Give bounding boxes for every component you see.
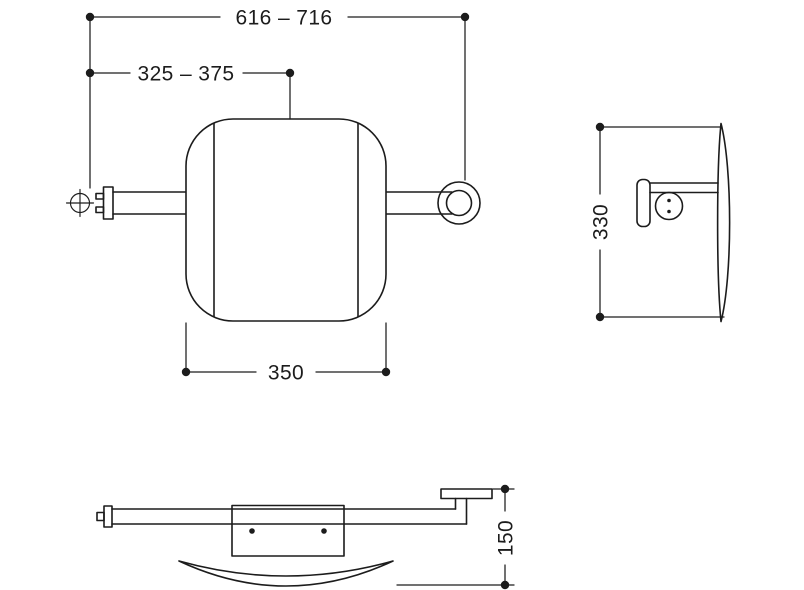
side-knob-screw-bottom <box>667 209 671 214</box>
dim-depth-label: 150 <box>495 520 518 556</box>
dim-endpoint <box>595 122 605 132</box>
dim-endpoint <box>85 68 95 78</box>
dim-overall-width-label: 616 – 716 <box>235 7 332 30</box>
plan-mounting-plate <box>231 504 345 557</box>
dim-depth: 150 <box>396 484 518 590</box>
dim-endpoint <box>595 312 605 322</box>
plan-pad-profile <box>178 560 394 587</box>
wall-flange-outer <box>437 181 481 225</box>
dim-endpoint <box>181 367 191 377</box>
plan-screw-right <box>321 528 327 534</box>
dim-endpoint <box>381 367 391 377</box>
dim-endpoint <box>460 12 470 22</box>
dim-endpoint <box>285 68 295 78</box>
side-pivot-knob <box>654 191 684 221</box>
plan-rail <box>111 497 468 525</box>
wall-anchor <box>95 186 114 220</box>
dim-endpoint <box>85 12 95 22</box>
side-wall-plate <box>636 178 651 228</box>
plan-end-cap <box>103 505 113 528</box>
dim-endpoint <box>500 484 510 494</box>
pad-outline <box>185 118 387 322</box>
plan-screw-left <box>249 528 255 534</box>
dim-pad-height: 330 <box>590 122 725 322</box>
anchor-plate <box>102 186 114 220</box>
dim-pad-height-label: 330 <box>590 204 613 240</box>
front-view <box>65 118 481 322</box>
dim-pad-width: 350 <box>181 322 391 385</box>
dim-endpoint <box>500 580 510 590</box>
dim-pad-width-label: 350 <box>268 362 304 385</box>
anchor-pin-bottom <box>95 206 105 214</box>
backrest-pad <box>185 118 387 322</box>
side-view <box>636 122 731 323</box>
fixing-point-icon <box>65 188 95 218</box>
wall-flange-inner <box>445 189 473 217</box>
plan-view <box>96 488 493 587</box>
plan-end-pin <box>96 511 105 522</box>
dim-wall-to-pad-center: 325 – 375 <box>85 63 295 120</box>
dim-overall-width: 616 – 716 <box>85 7 470 189</box>
plan-wall-flange <box>440 488 493 500</box>
anchor-pin-top <box>95 192 105 200</box>
wall-flange <box>437 181 481 225</box>
side-knob-screw-top <box>667 198 671 203</box>
pad-side-profile <box>716 122 731 323</box>
dim-wall-to-pad-label: 325 – 375 <box>137 63 234 86</box>
